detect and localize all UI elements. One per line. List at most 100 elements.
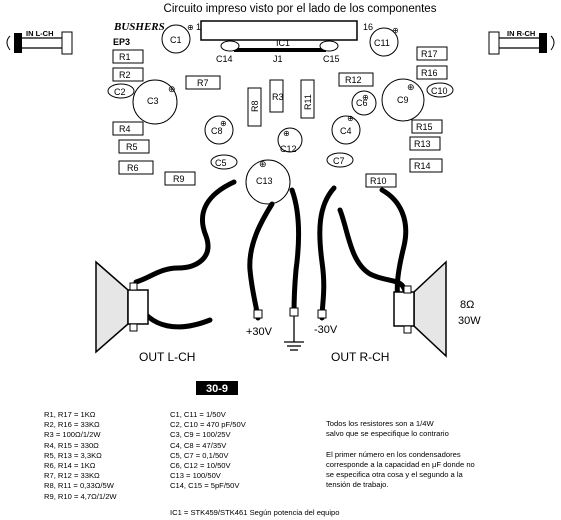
svg-text:⊕: ⊕: [259, 160, 267, 170]
capacitor-spec: C3, C9 = 100/25V: [170, 430, 231, 440]
speaker-power: 30W: [458, 315, 481, 327]
svg-text:⊕: ⊕: [283, 129, 290, 138]
capacitor-c2: C2: [107, 83, 135, 99]
speaker-right: [393, 260, 447, 358]
capacitor-c5: C5: [210, 154, 238, 170]
capacitor-c6: C6 ⊕: [351, 90, 377, 116]
svg-text:R9: R9: [173, 174, 185, 184]
svg-text:R15: R15: [416, 122, 433, 132]
svg-text:C5: C5: [215, 158, 227, 168]
resistor-r1: R1: [112, 49, 144, 64]
resistor-r4: R4: [112, 121, 144, 136]
capacitor-spec: C1, C11 = 1/50V: [170, 410, 226, 419]
resistor-spec: R4, R15 = 330Ω: [44, 440, 99, 450]
resistor-spec: R8, R11 = 0,33Ω/5W: [44, 481, 114, 491]
svg-text:C10: C10: [431, 86, 448, 96]
resistor-r2: R2: [112, 67, 144, 82]
svg-text:R3: R3: [272, 92, 284, 102]
svg-text:R8: R8: [250, 100, 260, 112]
capacitor-c13: C13 ⊕: [245, 159, 291, 205]
resistor-spec: R5, R13 = 3,3KΩ: [44, 450, 102, 460]
capacitor-c3: C3 ⊕: [132, 79, 178, 125]
capacitor-c12: C12 ⊕: [277, 127, 303, 154]
capacitor-c14: [220, 40, 240, 52]
note-line: salvo que se especifique lo contrario: [326, 429, 449, 439]
svg-text:R5: R5: [126, 142, 138, 152]
capacitor-c11: C11 ⊕: [369, 26, 399, 57]
terminal-gnd: [289, 307, 299, 317]
terminal-pos: [253, 309, 263, 319]
capacitor-spec: C13 = 100/50V: [170, 471, 221, 481]
svg-text:⊕: ⊕: [407, 83, 415, 93]
speaker-left: [95, 260, 149, 354]
capacitor-c4: C4 ⊕: [331, 114, 361, 145]
svg-text:R6: R6: [127, 163, 139, 173]
svg-text:⊕: ⊕: [220, 119, 227, 128]
output-wires: [133, 179, 409, 330]
jumper-j1: [234, 48, 326, 52]
resistor-r7: R7: [185, 75, 221, 90]
resistor-r17: R17: [416, 46, 448, 61]
note-line: [326, 439, 475, 449]
resistor-r3: R3: [269, 79, 284, 113]
svg-text:C8: C8: [211, 126, 223, 136]
capacitor-c8: C8 ⊕: [204, 115, 234, 145]
svg-text:C11: C11: [374, 38, 390, 48]
svg-text:C1: C1: [170, 35, 182, 45]
power-positive-label: +30V: [246, 326, 273, 338]
capacitor-spec: C14, C15 = 5pF/50V: [170, 481, 240, 491]
note-line: El primer número en los condensadores: [326, 449, 461, 459]
svg-text:R7: R7: [197, 78, 209, 88]
svg-text:C4: C4: [340, 126, 352, 136]
svg-text:R16: R16: [421, 68, 438, 78]
resistor-r12: R12: [338, 72, 374, 87]
c15-label: C15: [323, 54, 340, 64]
svg-text:R13: R13: [414, 139, 431, 149]
capacitor-spec: C6, C12 = 10/50V: [170, 460, 231, 470]
capacitor-spec: C5, C7 = 0,1/50V: [170, 450, 229, 460]
ic1-pin-16: 16: [363, 22, 373, 32]
svg-text:C2: C2: [114, 87, 126, 97]
svg-text:R12: R12: [345, 75, 362, 85]
svg-text:R2: R2: [119, 70, 131, 80]
jumper-label: J1: [273, 54, 283, 64]
note-line: Todos los resistores son a 1/4W: [326, 419, 434, 428]
svg-text:R4: R4: [119, 124, 131, 134]
ic1-body: [200, 20, 358, 41]
resistor-r9: R9: [164, 171, 196, 186]
terminal-neg: [317, 309, 327, 319]
capacitor-c15: [319, 40, 339, 52]
out-left-label: OUT L-CH: [139, 350, 195, 364]
svg-text:C6: C6: [356, 98, 368, 108]
in-l-label: IN L-CH: [26, 29, 54, 38]
capacitor-spec: C2, C10 = 470 pF/50V: [170, 420, 246, 430]
resistor-r5: R5: [118, 139, 150, 154]
resistor-spec: R2, R16 = 33KΩ: [44, 420, 100, 430]
input-connector-left: [6, 31, 73, 55]
resistor-r13: R13: [409, 136, 441, 151]
note-line: tensión de trabajo.: [326, 480, 389, 490]
in-r-label: IN R-CH: [507, 29, 535, 38]
svg-text:R10: R10: [370, 176, 387, 186]
svg-text:⊕: ⊕: [347, 114, 354, 123]
svg-text:⊕: ⊕: [362, 93, 369, 102]
page-badge-text: 30-9: [206, 383, 228, 395]
resistor-r15: R15: [411, 119, 443, 134]
resistor-r6: R6: [118, 160, 154, 175]
ground-symbol: [284, 316, 304, 351]
resistor-spec: R7, R12 = 33KΩ: [44, 471, 100, 481]
input-connector-right: [488, 31, 555, 55]
resistor-r11: R11: [300, 79, 315, 119]
power-negative-label: -30V: [314, 324, 338, 336]
capacitor-spec: C4, C8 = 47/35V: [170, 440, 227, 450]
svg-text:C7: C7: [333, 156, 345, 166]
ic1-label: IC1: [276, 38, 290, 48]
resistor-r10: R10: [365, 173, 397, 188]
capacitor-c1: C1 ⊕: [161, 23, 194, 54]
capacitor-c10: C10: [426, 82, 454, 98]
svg-text:R17: R17: [421, 49, 438, 59]
